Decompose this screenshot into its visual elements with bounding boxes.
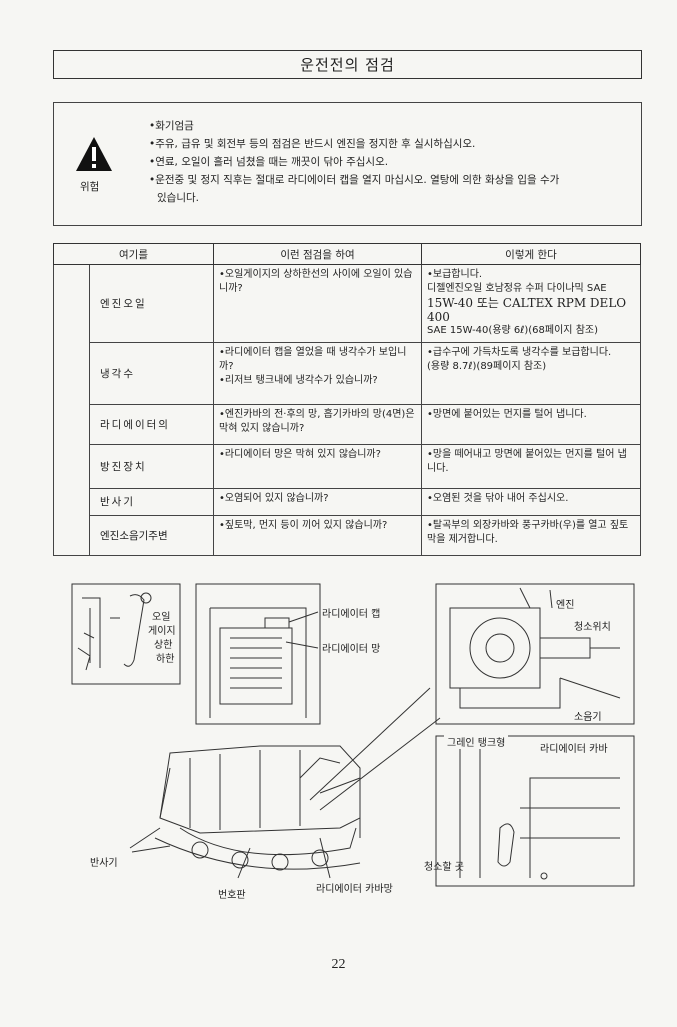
page-number: 22 — [331, 957, 346, 972]
lower-limit-label: 하한 — [156, 654, 175, 665]
warning-text: •화기엄금 •주유, 급유 및 회전부 등의 점검은 반드시 엔진을 정지한 후… — [149, 117, 634, 207]
table-row: 냉각수 •라디에이터 캡을 열었을 때 냉각수가 보입니까? •리저브 탱크내에… — [53, 342, 641, 405]
row-check: •오염되어 있지 않습니까? — [213, 488, 422, 516]
row-action: •탈곡부의 외장카바와 풍구카바(우)를 열고 짚토막을 제거합니다. — [421, 515, 641, 556]
gauge-label: 게이지 — [148, 626, 176, 637]
table-row: 반사기 •오염되어 있지 않습니까? •오염된 것을 닦아 내어 주십시오. — [53, 488, 641, 516]
warning-triangle-icon — [76, 137, 112, 171]
row-check: •엔진카바의 전·후의 망, 흡기카바의 망(4면)은 막혀 있지 않습니까? — [213, 404, 422, 445]
radiator-cover-mesh-label: 라디에이터 카바망 — [316, 884, 393, 895]
combine-illustration — [71, 583, 635, 887]
warning-box: 위험 •화기엄금 •주유, 급유 및 회전부 등의 점검은 반드시 엔진을 정지… — [53, 102, 642, 226]
clean-spot-label: 청소할 곳 — [424, 862, 464, 873]
table-row: 라디에이터의 •엔진카바의 전·후의 망, 흡기카바의 망(4면)은 막혀 있지… — [53, 404, 641, 445]
row-check: •라디에이터 캡을 열었을 때 냉각수가 보입니까? •리저브 탱크내에 냉각수… — [213, 342, 422, 405]
cleaning-window-label: 청소위치 — [574, 622, 611, 633]
row-action: •보급합니다. 디젤엔진오일 호남정유 수퍼 다이나믹 SAE 15W-40 또… — [421, 264, 641, 343]
row-item: 냉각수 — [89, 342, 214, 405]
page-title: 운전전의 점검 — [53, 50, 642, 79]
header-where: 여기를 — [53, 243, 214, 265]
header-action: 이렇게 한다 — [421, 243, 641, 265]
row-action: •망면에 붙어있는 먼지를 털어 냅니다. — [421, 404, 641, 445]
inspection-table: 여기를 이런 점검을 하여 이렇게 한다 엔진오일 •오일게이지의 상하한선의 … — [53, 243, 641, 556]
row-check: •짚토막, 먼지 등이 끼어 있지 않습니까? — [213, 515, 422, 556]
row-item: 라디에이터의 — [89, 404, 214, 445]
row-action: •망을 떼어내고 망면에 붙어있는 먼지를 털어 냅니다. — [421, 444, 641, 489]
table-row: 엔진소음기주변 •짚토막, 먼지 등이 끼어 있지 않습니까? •탈곡부의 외장… — [53, 515, 641, 556]
radiator-cover-label: 라디에이터 카바 — [540, 744, 608, 755]
row-action: •급수구에 가득차도록 냉각수를 보급합니다. (용량 8.7ℓ)(89페이지 … — [421, 342, 641, 405]
oil-label: 오일 — [152, 612, 171, 623]
engine-label: 엔진 — [556, 600, 575, 611]
radiator-cap-label: 라디에이터 캡 — [322, 609, 381, 620]
warning-line: •주유, 급유 및 회전부 등의 점검은 반드시 엔진을 정지한 후 실시하십시… — [149, 138, 476, 150]
inspection-figure: 오일 게이지 상한 하한 라디에이터 캡 라디에이터 망 엔진 청소위치 소음기… — [60, 578, 640, 908]
plate-label: 번호판 — [218, 890, 246, 901]
table-row: 방진장치 •라디에이터 망은 막혀 있지 않습니까? •망을 떼어내고 망면에 … — [53, 444, 641, 489]
header-check: 이런 점검을 하여 — [213, 243, 422, 265]
warning-line: 있습니다. — [157, 192, 199, 204]
row-item: 엔진소음기주변 — [89, 515, 214, 556]
row-item: 반사기 — [89, 488, 214, 516]
warning-line: •화기엄금 — [149, 120, 194, 132]
row-action: •오염된 것을 닦아 내어 주십시오. — [421, 488, 641, 516]
table-row: 엔진오일 •오일게이지의 상하한선의 사이에 오일이 있습니까? •보급합니다.… — [53, 264, 641, 343]
row-check: •오일게이지의 상하한선의 사이에 오일이 있습니까? — [213, 264, 422, 343]
warning-line: •운전중 및 정지 직후는 절대로 라디에이터 캡을 열지 마십시오. 열탕에 … — [149, 174, 560, 186]
row-item: 방진장치 — [89, 444, 214, 489]
radiator-mesh-label: 라디에이터 망 — [322, 644, 381, 655]
row-item: 엔진오일 — [89, 264, 214, 343]
reflector-label: 반사기 — [90, 858, 118, 869]
grain-tank-label: 그레인 탱크형 — [444, 734, 509, 749]
upper-limit-label: 상한 — [154, 640, 173, 651]
muffler-label: 소음기 — [574, 712, 602, 723]
warning-line: •연료, 오일이 흘러 넘쳤을 때는 깨끗이 닦아 주십시오. — [149, 156, 389, 168]
warning-label: 위험 — [80, 181, 100, 193]
row-check: •라디에이터 망은 막혀 있지 않습니까? — [213, 444, 422, 489]
